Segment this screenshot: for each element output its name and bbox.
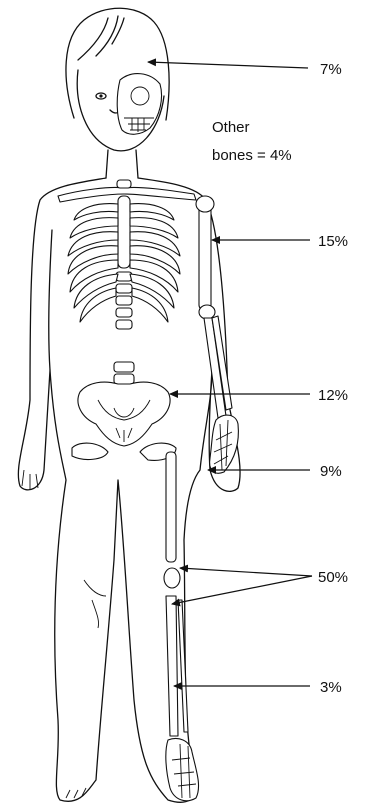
label-other-line1: Other	[212, 119, 250, 136]
patella	[164, 568, 180, 588]
tibia-fibula	[166, 596, 178, 736]
label-skull: 7%	[320, 61, 342, 78]
arrow-skull	[148, 62, 308, 68]
label-femur: 50%	[318, 569, 348, 586]
hand-bones	[210, 415, 239, 473]
femur	[166, 452, 176, 562]
sternum	[118, 196, 130, 268]
percentage-labels: 7% Other bones = 4% 15% 12% 9% 50% 3%	[212, 61, 348, 696]
label-upper-limb: 15%	[318, 233, 348, 250]
skeleton	[58, 180, 238, 801]
label-leg: 3%	[320, 679, 342, 696]
ribs-left	[68, 204, 118, 322]
label-other-line2: bones = 4%	[212, 147, 292, 164]
arm-bones	[196, 196, 238, 473]
arrow-femur-upper	[180, 568, 312, 576]
arrow-femur-lower	[172, 576, 312, 604]
pelvis	[78, 382, 170, 446]
ribs-right	[130, 204, 180, 322]
humerus	[199, 200, 211, 310]
label-pelvis: 12%	[318, 387, 348, 404]
label-hand: 9%	[320, 463, 342, 480]
